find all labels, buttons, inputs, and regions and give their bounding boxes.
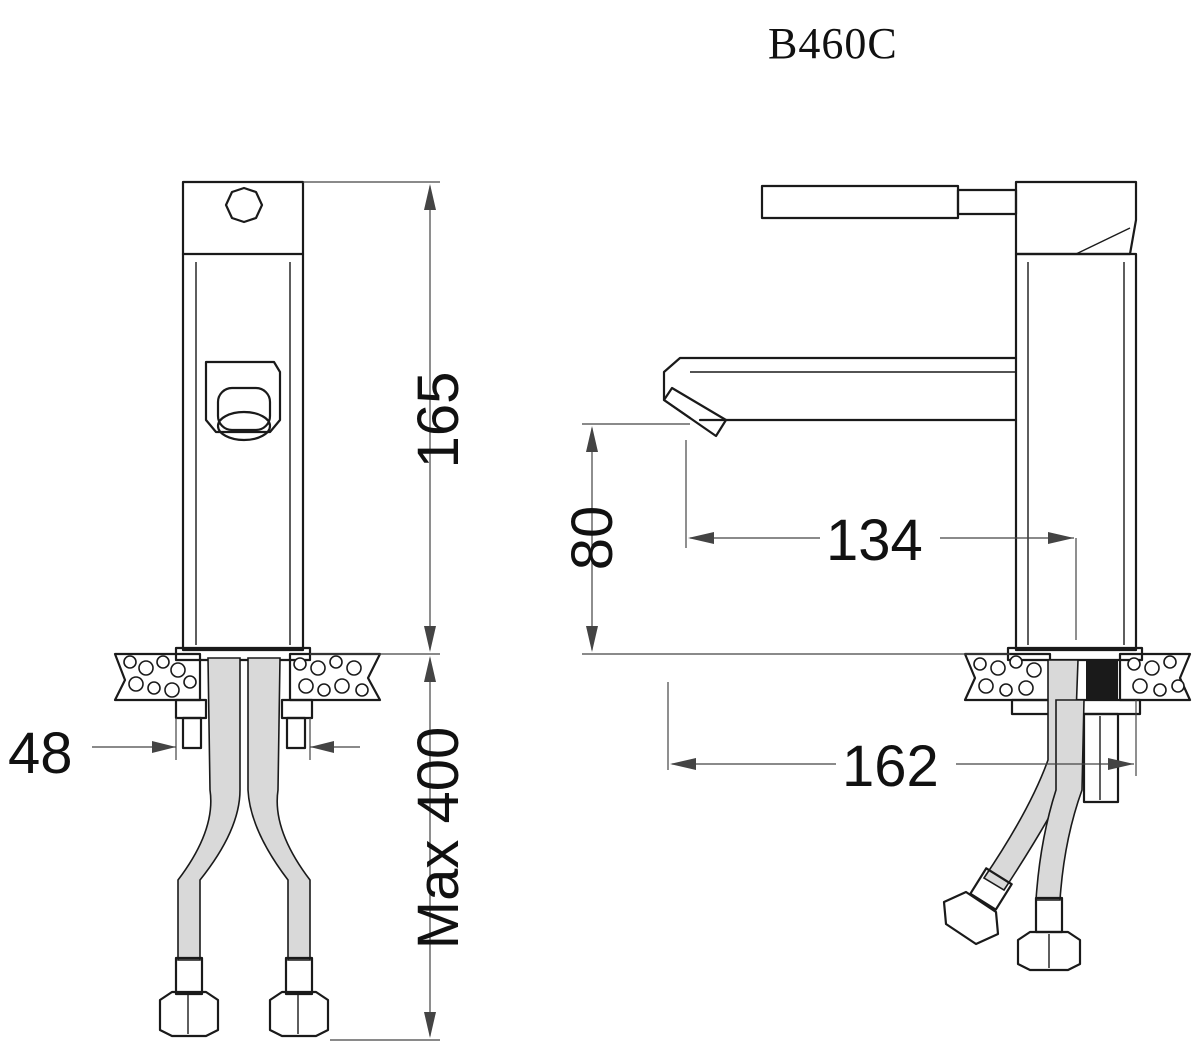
countertop-texture-side [973, 655, 1185, 697]
handle-lever [760, 184, 960, 220]
dim-165-label: 165 [406, 372, 471, 469]
front-dimensions: 165 Max 400 48 [8, 181, 471, 1041]
hose-left [177, 657, 241, 961]
hex-nut-left-icon [158, 990, 220, 1038]
hose-right [247, 657, 311, 961]
countertop-texture-left [123, 655, 197, 698]
dim-80-label: 80 [560, 506, 625, 571]
model-title: B460C [768, 19, 898, 68]
countertop-texture-right [293, 655, 369, 697]
dim-max-400-label: Max 400 [406, 727, 471, 949]
hex-nut-side-2-icon [1016, 930, 1082, 972]
hex-nut-side-1-icon [942, 890, 1000, 946]
side-body [1014, 252, 1138, 652]
front-view [113, 180, 382, 1038]
spout [662, 356, 1018, 420]
mounting-stud [1086, 660, 1118, 700]
hex-nut-right-icon [268, 990, 330, 1038]
side-dimensions: 80 134 162 [560, 423, 1137, 799]
front-body [181, 180, 305, 652]
aerator [204, 360, 282, 434]
faucet-head [1014, 180, 1138, 256]
side-view [662, 180, 1192, 972]
hex-screw-icon [224, 186, 264, 224]
dim-48-label: 48 [8, 721, 73, 786]
dim-134-label: 134 [826, 508, 923, 573]
hose-side-2 [1035, 699, 1085, 901]
dim-162-label: 162 [842, 734, 939, 799]
